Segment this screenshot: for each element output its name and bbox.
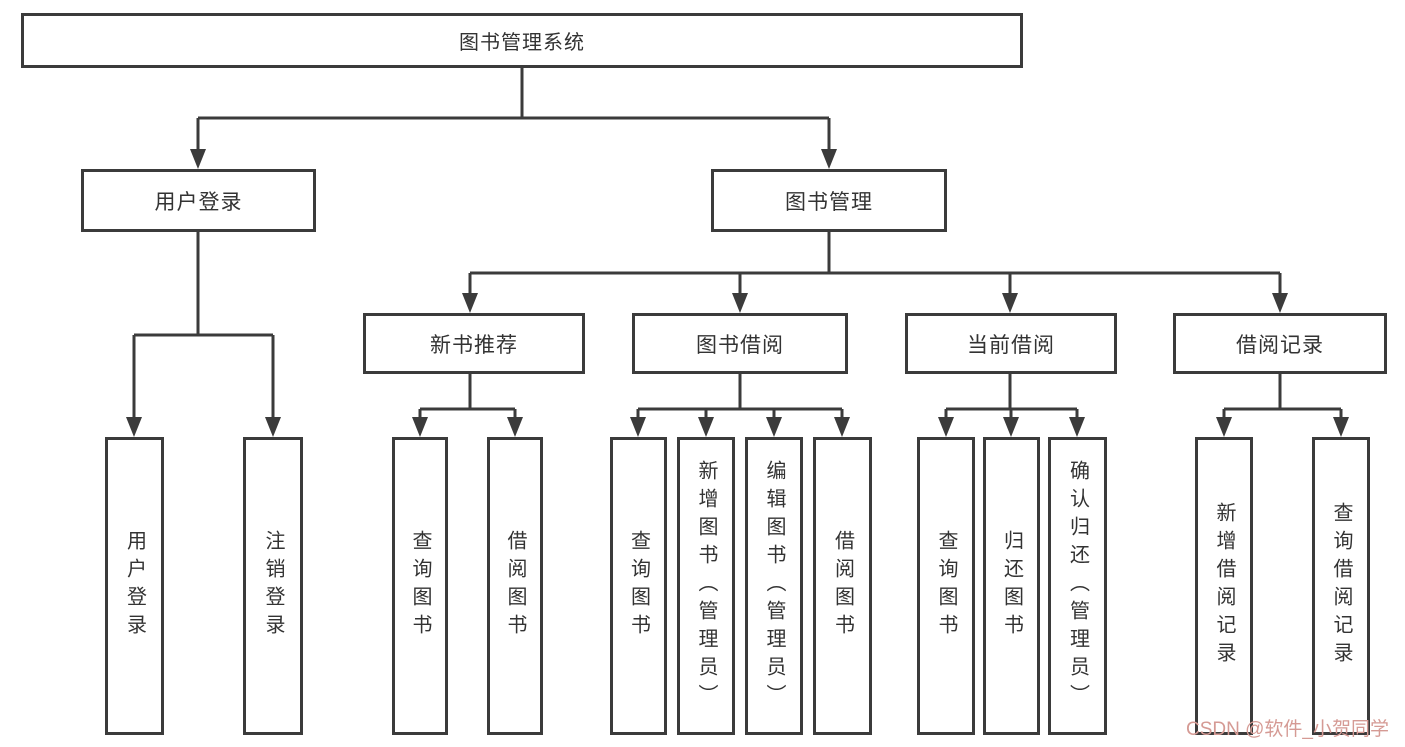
connector-new-book [412, 374, 523, 437]
leaf-query-book-recommend: 查询图书 [392, 437, 448, 735]
leaf-return-book: 归还图书 [983, 437, 1040, 735]
leaf-user-login: 用户登录 [105, 437, 164, 735]
leaf-query-book-current: 查询图书 [917, 437, 975, 735]
leaf-query-borrow-record: 查询借阅记录 [1312, 437, 1370, 735]
connector-user-login [126, 232, 281, 437]
leaf-logout: 注销登录 [243, 437, 303, 735]
node-book-borrow: 图书借阅 [632, 313, 848, 374]
connector-book-borrow [630, 374, 850, 437]
node-borrow-record: 借阅记录 [1173, 313, 1387, 374]
node-current-borrow: 当前借阅 [905, 313, 1117, 374]
connector-borrow-record [1216, 374, 1349, 437]
leaf-add-borrow-record: 新增借阅记录 [1195, 437, 1253, 735]
leaf-edit-book-admin: 编辑图书（管理员） [745, 437, 803, 735]
connector-current-borrow [938, 374, 1085, 437]
node-user-login: 用户登录 [81, 169, 316, 232]
node-new-book-recommend: 新书推荐 [363, 313, 585, 374]
leaf-confirm-return-admin: 确认归还（管理员） [1048, 437, 1107, 735]
node-book-mgmt: 图书管理 [711, 169, 947, 232]
leaf-add-book-admin: 新增图书（管理员） [677, 437, 735, 735]
leaf-query-book-borrow: 查询图书 [610, 437, 667, 735]
leaf-borrow-book-recommend: 借阅图书 [487, 437, 543, 735]
csdn-watermark: CSDN @软件_小贺同学 [1186, 719, 1389, 740]
node-library-system: 图书管理系统 [21, 13, 1023, 68]
connector-book-mgmt [462, 232, 1288, 313]
connector-root [190, 68, 837, 169]
leaf-borrow-book: 借阅图书 [813, 437, 872, 735]
